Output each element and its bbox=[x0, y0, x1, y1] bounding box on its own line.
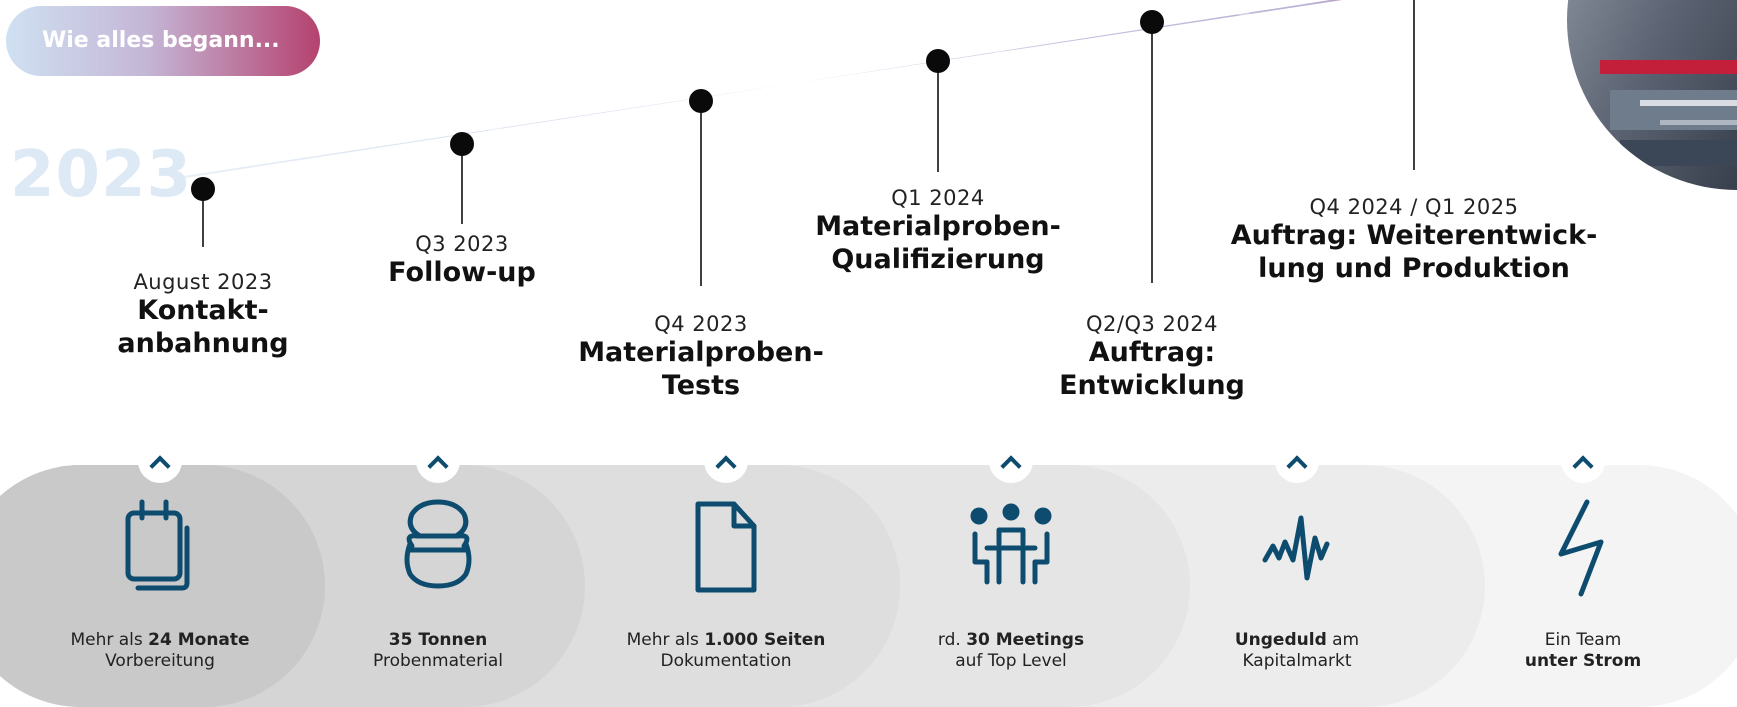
stat-text: auf Top Level bbox=[955, 651, 1067, 671]
chevron-up-icon bbox=[1561, 439, 1605, 483]
stat-caption-line: Ein Team bbox=[1463, 630, 1703, 651]
milestone-dot bbox=[450, 132, 474, 156]
stat-highlight: 1.000 Seiten bbox=[704, 630, 826, 650]
stat-highlight: Ungeduld bbox=[1234, 630, 1327, 650]
stat-caption-line: Mehr als 24 Monate bbox=[40, 630, 280, 651]
stat-caption-line: 35 Tonnen bbox=[318, 630, 558, 651]
stat-caption-line: Probenmaterial bbox=[318, 651, 558, 672]
stat-highlight: 24 Monate bbox=[148, 630, 250, 650]
pulse-icon bbox=[1262, 515, 1330, 581]
chevron-up-icon bbox=[138, 439, 182, 483]
stat-highlight: 30 Meetings bbox=[966, 630, 1085, 650]
stat-highlight: unter Strom bbox=[1524, 651, 1642, 671]
chevron-up-icon bbox=[989, 439, 1033, 483]
milestone-title: Materialproben-Qualifizierung bbox=[815, 211, 1061, 275]
stat-caption-line: Vorbereitung bbox=[40, 651, 280, 672]
stat-caption-line: Ungeduld am bbox=[1177, 630, 1417, 651]
chevron-up-icon bbox=[704, 439, 748, 483]
milestone-title: Follow-up bbox=[388, 257, 536, 288]
clipboard-icon bbox=[125, 499, 190, 591]
milestone-dot bbox=[191, 177, 215, 201]
milestone-date: Q4 2023 bbox=[654, 312, 748, 336]
ribbon-arrow-segments bbox=[455, 0, 1260, 160]
weight-icon bbox=[404, 499, 472, 589]
timeline-ribbon bbox=[184, 0, 1343, 178]
milestone-date: August 2023 bbox=[133, 270, 273, 294]
milestone-title: Materialproben-Tests bbox=[578, 337, 824, 401]
milestone-date: Q1 2024 bbox=[891, 186, 985, 210]
stat-caption-line: unter Strom bbox=[1463, 651, 1703, 672]
stat-caption-line: rd. 30 Meetings bbox=[891, 630, 1131, 651]
stat-text: Probenmaterial bbox=[373, 651, 503, 671]
meeting-icon bbox=[970, 503, 1052, 585]
stat-caption-line: Dokumentation bbox=[606, 651, 846, 672]
milestone-dot bbox=[1140, 10, 1164, 34]
milestone-dot bbox=[926, 49, 950, 73]
document-icon bbox=[695, 501, 757, 593]
start-year-label: 2023 bbox=[10, 138, 193, 212]
intro-badge: Wie alles begann... bbox=[6, 6, 320, 76]
milestone-title: Auftrag:Entwicklung bbox=[1059, 337, 1245, 401]
stat-caption-line: auf Top Level bbox=[891, 651, 1131, 672]
milestone-date: Q3 2023 bbox=[415, 232, 509, 256]
stat-text: Mehr als bbox=[70, 630, 149, 650]
stat-text: Mehr als bbox=[626, 630, 705, 650]
chevron-up-icon bbox=[1275, 439, 1319, 483]
stat-text: Dokumentation bbox=[660, 651, 792, 671]
stat-text: rd. bbox=[937, 630, 967, 650]
stat-caption-line: Mehr als 1.000 Seiten bbox=[606, 630, 846, 651]
milestone-date: Q2/Q3 2024 bbox=[1086, 312, 1218, 336]
chevron-up-icon bbox=[416, 439, 460, 483]
milestone-date: Q4 2024 / Q1 2025 bbox=[1309, 195, 1519, 219]
stat-text: Ein Team bbox=[1544, 630, 1622, 650]
stat-text: Kapitalmarkt bbox=[1242, 651, 1352, 671]
milestone-title: Kontakt-anbahnung bbox=[117, 295, 289, 359]
stat-text: Vorbereitung bbox=[105, 651, 215, 671]
stat-highlight: 35 Tonnen bbox=[388, 630, 488, 650]
stat-text: am bbox=[1326, 630, 1360, 650]
stat-caption-line: Kapitalmarkt bbox=[1177, 651, 1417, 672]
milestone-dot bbox=[689, 89, 713, 113]
lightning-icon bbox=[1558, 499, 1604, 597]
milestone-title: Auftrag: Weiterentwick-lung und Produkti… bbox=[1230, 220, 1598, 284]
